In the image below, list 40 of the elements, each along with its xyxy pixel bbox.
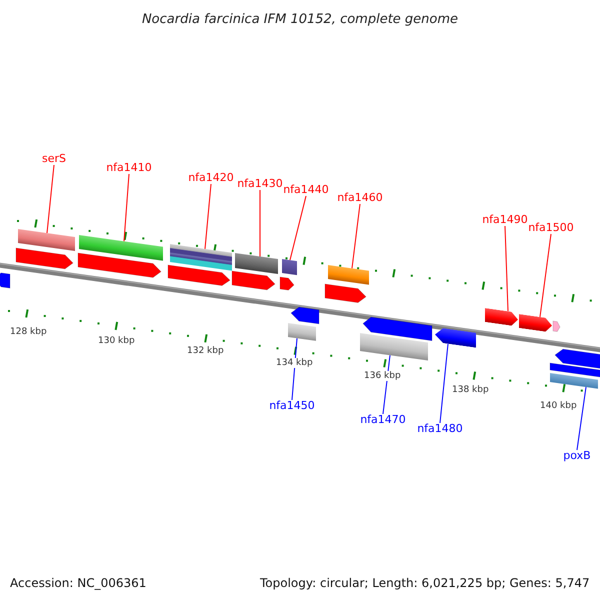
gene-label: nfa1450 xyxy=(269,400,315,412)
leader-line xyxy=(576,386,586,450)
leader-line xyxy=(504,226,508,312)
scale-label: 128 kbp xyxy=(10,327,47,337)
scale-label: 138 kbp xyxy=(452,385,489,395)
gene-bar xyxy=(288,323,316,341)
scale-label: 130 kbp xyxy=(98,336,135,346)
leader-line xyxy=(540,234,552,318)
scale-label: 132 kbp xyxy=(187,346,224,356)
leader-line xyxy=(204,184,212,250)
leader-line xyxy=(46,164,54,234)
gene-label: poxB xyxy=(563,450,591,462)
gene-label: nfa1410 xyxy=(106,162,152,174)
gene-bar xyxy=(328,265,369,285)
scale-label: 136 kbp xyxy=(364,371,401,381)
gene-label: nfa1500 xyxy=(528,222,574,234)
leader-line xyxy=(124,174,130,242)
scale-label: 140 kbp xyxy=(540,401,577,411)
title: Nocardia farcinica IFM 10152, complete genome xyxy=(140,11,460,29)
gene-block xyxy=(485,308,518,327)
gene-label: nfa1490 xyxy=(482,214,528,226)
gene-label: nfa1440 xyxy=(283,184,329,196)
gene-bar xyxy=(235,253,278,274)
gene-bar xyxy=(550,373,598,389)
gene-bar xyxy=(18,229,75,251)
scale-label: 134 kbp xyxy=(276,358,313,368)
gene-block xyxy=(519,314,552,333)
gene-label: nfa1420 xyxy=(188,172,234,184)
footer-note: Topology: circular; Length: 6,021,225 bp; Genes: 5,747 xyxy=(260,575,590,592)
leader-line xyxy=(290,196,306,261)
gene-label: serS xyxy=(42,153,66,165)
leader-line xyxy=(352,204,360,269)
gene-bar xyxy=(170,244,232,271)
gene-bar xyxy=(282,259,297,276)
gene-label: nfa1430 xyxy=(237,178,283,190)
footer-note: Accession: NC_006361 xyxy=(10,575,146,592)
gene-label: nfa1460 xyxy=(337,192,383,204)
gene-label: nfa1480 xyxy=(417,423,463,435)
leader-line xyxy=(440,343,448,424)
gene-label: nfa1470 xyxy=(360,414,406,426)
